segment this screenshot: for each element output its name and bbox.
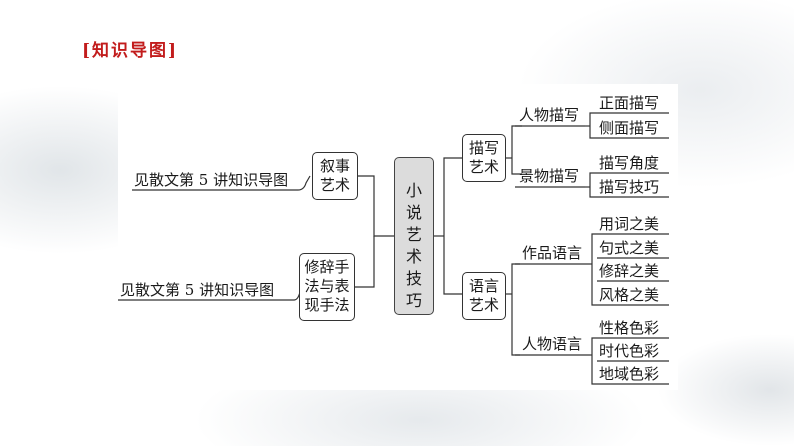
leaf-regional-color: 地域色彩 (599, 365, 660, 383)
leaf-description-angle: 描写角度 (599, 154, 660, 172)
leaf-wording-beauty: 用词之美 (599, 215, 660, 233)
root-char-5: 技 (405, 269, 422, 288)
rhetoric-line-1: 修辞手 (304, 258, 350, 276)
group-character-description: 人物描写 (519, 106, 580, 124)
narrative-art-box: 叙事 艺术 (312, 152, 358, 200)
root-char-3: 艺 (405, 225, 422, 244)
group-scenery-description: 景物描写 (519, 167, 580, 185)
description-art-line-1: 描写 (468, 139, 499, 157)
description-art-line-2: 艺术 (468, 158, 499, 176)
rhetoric-line-3: 现手法 (304, 296, 350, 314)
root-node-novel-art-techniques: 小 说 艺 术 技 巧 (394, 157, 434, 315)
root-char-4: 术 (405, 247, 422, 266)
root-char-6: 巧 (405, 291, 422, 310)
root-char-2: 说 (405, 203, 422, 222)
leaf-indirect-description: 侧面描写 (599, 119, 660, 137)
leaf-personality-color: 性格色彩 (599, 319, 660, 337)
narrative-reference: 见散文第 5 讲知识导图 (134, 171, 289, 189)
narrative-art-line-1: 叙事 (319, 157, 350, 175)
language-art-line-1: 语言 (468, 277, 499, 295)
rhetoric-line-2: 法与表 (304, 277, 350, 295)
leaf-rhetoric-beauty: 修辞之美 (599, 262, 660, 280)
leaf-era-color: 时代色彩 (599, 342, 660, 360)
language-art-line-2: 艺术 (468, 296, 499, 314)
root-char-1: 小 (405, 181, 422, 200)
narrative-art-line-2: 艺术 (319, 176, 350, 194)
rhetoric-technique-box: 修辞手 法与表 现手法 (299, 253, 355, 321)
language-art-box: 语言 艺术 (462, 272, 506, 320)
description-art-box: 描写 艺术 (462, 134, 506, 182)
leaf-sentence-beauty: 句式之美 (599, 239, 660, 257)
group-character-language: 人物语言 (522, 335, 583, 353)
group-work-language: 作品语言 (522, 244, 583, 262)
leaf-style-beauty: 风格之美 (599, 286, 660, 304)
leaf-description-technique: 描写技巧 (599, 178, 660, 196)
leaf-direct-description: 正面描写 (599, 94, 660, 112)
section-tag: [知识导图] (82, 41, 179, 61)
rhetoric-reference: 见散文第 5 讲知识导图 (120, 281, 275, 299)
